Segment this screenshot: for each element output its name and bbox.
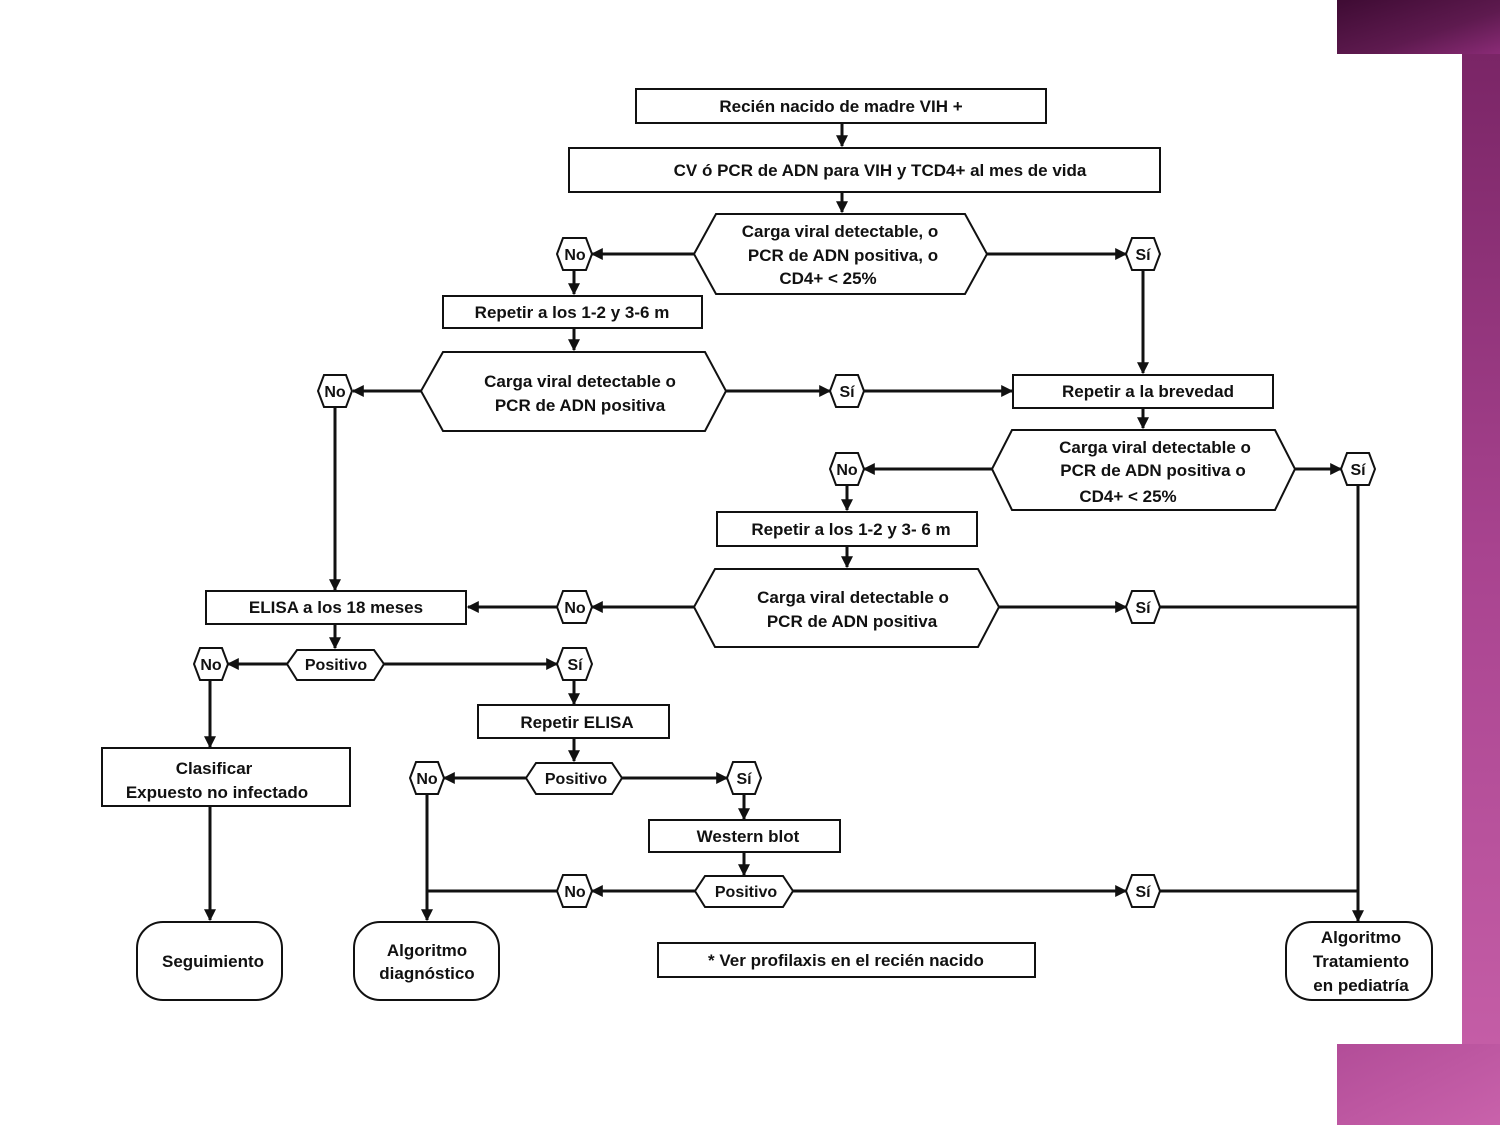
label-no-6: No [408, 761, 446, 795]
dec1-line3: CD4+ < 25% [779, 269, 876, 288]
followup-text: Seguimiento [162, 952, 264, 971]
dec2-line1: Carga viral detectable o [484, 372, 676, 391]
node-classify: Clasificar Expuesto no infectado [101, 747, 351, 807]
node-test1-text: CV ó PCR de ADN para VIH y TCD4+ al mes … [674, 161, 1087, 180]
dec1-line2: PCR de ADN positiva, o [748, 246, 938, 265]
node-followup: Seguimiento [136, 921, 283, 1001]
svg-text:Sí: Sí [1135, 884, 1151, 901]
svg-text:Sí: Sí [839, 384, 855, 401]
node-repeat-elisa: Repetir ELISA [477, 704, 670, 739]
svg-text:No: No [324, 384, 346, 401]
dec2-line2: PCR de ADN positiva [495, 396, 666, 415]
label-no-7: No [555, 874, 594, 908]
node-treatment-algorithm: Algoritmo Tratamiento en pediatría [1285, 921, 1433, 1001]
label-no-4: No [555, 590, 594, 624]
positivo-3-text: Positivo [715, 884, 777, 901]
node-footnote: * Ver profilaxis en el recién nacido [657, 942, 1036, 978]
dec3-line3: CD4+ < 25% [1079, 487, 1176, 506]
positivo-1-text: Positivo [305, 657, 367, 674]
svg-text:Sí: Sí [1135, 600, 1151, 617]
classify-line1: Clasificar [176, 759, 253, 778]
label-si-2: Sí [828, 374, 866, 408]
edges [204, 123, 1364, 923]
svg-text:Sí: Sí [567, 657, 583, 674]
node-test1: CV ó PCR de ADN para VIH y TCD4+ al mes … [568, 147, 1161, 193]
node-diagnostic-algorithm: Algoritmo diagnóstico [353, 921, 500, 1001]
label-no-1: No [555, 237, 594, 271]
diag-line2: diagnóstico [379, 964, 474, 983]
node-positivo-1: Positivo [285, 649, 386, 681]
svg-text:No: No [564, 600, 586, 617]
classify-line2: Expuesto no infectado [126, 783, 308, 802]
node-elisa18: ELISA a los 18 meses [205, 590, 467, 625]
dec3-line2: PCR de ADN positiva o [1060, 461, 1245, 480]
node-repeat1-text: Repetir a los 1-2 y 3-6 m [475, 303, 670, 322]
corner-top-band [1337, 0, 1500, 54]
svg-text:No: No [416, 771, 438, 788]
node-repeat2: Repetir a los 1-2 y 3- 6 m [716, 511, 978, 547]
svg-text:No: No [564, 884, 586, 901]
label-no-2: No [316, 374, 354, 408]
label-si-1: Sí [1124, 237, 1162, 271]
treat-line2: Tratamiento [1313, 952, 1409, 971]
node-decision-1: Carga viral detectable, o PCR de ADN pos… [692, 213, 989, 295]
svg-text:Sí: Sí [1135, 247, 1151, 264]
node-positivo-2: Positivo [524, 762, 624, 795]
svg-text:No: No [836, 462, 858, 479]
corner-side-band [1462, 54, 1500, 1044]
node-repeat2-text: Repetir a los 1-2 y 3- 6 m [751, 520, 950, 539]
svg-text:No: No [200, 657, 222, 674]
node-start-text: Recién nacido de madre VIH + [719, 97, 962, 116]
label-no-3: No [828, 452, 866, 486]
treat-line3: en pediatría [1313, 976, 1409, 995]
node-repeat-elisa-text: Repetir ELISA [520, 713, 633, 732]
node-start: Recién nacido de madre VIH + [635, 88, 1047, 124]
node-western-blot-text: Western blot [697, 827, 800, 846]
dec4-line2: PCR de ADN positiva [767, 612, 938, 631]
node-positivo-3: Positivo [693, 875, 795, 908]
positivo-2-text: Positivo [545, 771, 607, 788]
label-no-5: No [192, 647, 230, 681]
treat-line1: Algoritmo [1321, 928, 1401, 947]
label-si-5: Sí [555, 647, 594, 681]
node-repeat-soon-text: Repetir a la brevedad [1062, 382, 1234, 401]
svg-text:No: No [564, 247, 586, 264]
dec3-line1: Carga viral detectable o [1059, 438, 1251, 457]
node-decision-4: Carga viral detectable o PCR de ADN posi… [692, 568, 1001, 648]
label-si-6: Sí [725, 761, 763, 795]
svg-text:Sí: Sí [736, 771, 752, 788]
node-elisa18-text: ELISA a los 18 meses [249, 598, 423, 617]
node-western-blot: Western blot [648, 819, 841, 853]
dec4-line1: Carga viral detectable o [757, 588, 949, 607]
diag-line1: Algoritmo [387, 941, 467, 960]
label-si-7: Sí [1124, 874, 1162, 908]
dec1-line1: Carga viral detectable, o [742, 222, 939, 241]
svg-text:Sí: Sí [1350, 462, 1366, 479]
footnote-text: * Ver profilaxis en el recién nacido [708, 951, 984, 970]
node-decision-3: Carga viral detectable o PCR de ADN posi… [990, 429, 1297, 511]
label-si-4: Sí [1124, 590, 1162, 624]
label-si-3: Sí [1339, 452, 1377, 486]
node-repeat-soon: Repetir a la brevedad [1012, 374, 1274, 409]
node-repeat1: Repetir a los 1-2 y 3-6 m [442, 295, 703, 329]
branch-labels: No Sí No Sí No Sí No Sí [192, 237, 1377, 908]
node-decision-2: Carga viral detectable o PCR de ADN posi… [419, 351, 728, 432]
corner-bottom-band [1337, 1044, 1500, 1125]
